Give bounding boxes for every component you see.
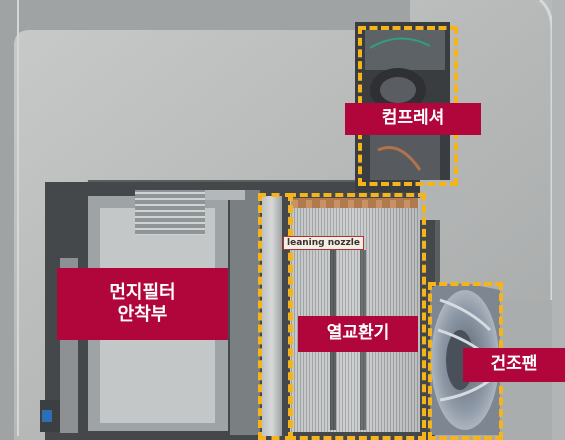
cleaning-nozzle-sticker-text: leaning nozzle [287, 238, 360, 248]
compressor-label-text: 컴프레셔 [381, 108, 445, 129]
dust-filter-seat-label: 먼지필터 안착부 [57, 268, 228, 340]
dust-filter-label-line1: 먼지필터 [109, 281, 176, 303]
dust-filter-label-line2: 안착부 [117, 304, 168, 325]
heat-exchanger-label: 열교환기 [298, 316, 418, 352]
compressor-label: 컴프레셔 [345, 103, 481, 135]
cleaning-nozzle-sticker: leaning nozzle [283, 236, 364, 250]
drying-fan-label: 건조팬 [463, 348, 565, 382]
drying-fan-label-text: 건조팬 [490, 354, 538, 375]
heat-exchanger-label-text: 열교환기 [326, 323, 390, 344]
